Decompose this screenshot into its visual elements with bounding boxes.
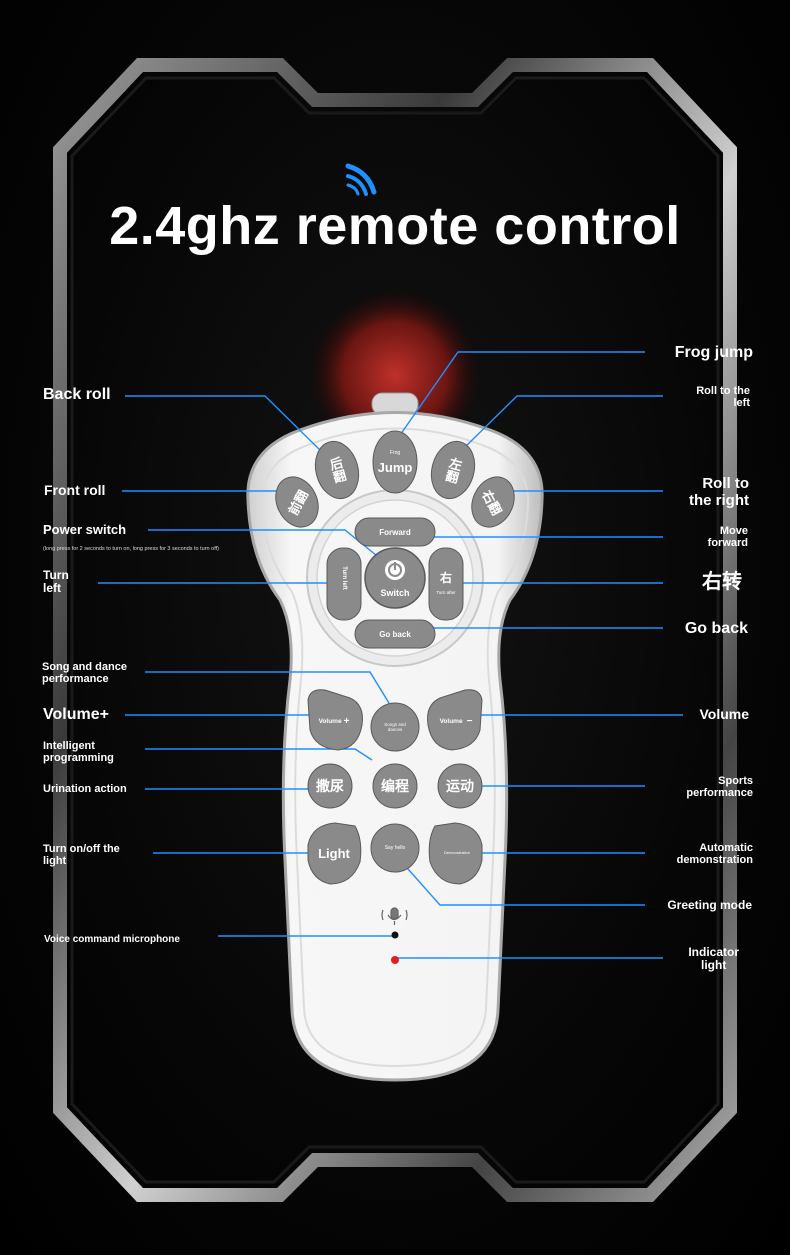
- label-microphone: Voice command microphone: [44, 934, 180, 945]
- say-hello-button[interactable]: Say hello: [384, 845, 406, 851]
- label-go-back: Go back: [684, 620, 748, 637]
- wireless-signal-icon: [345, 163, 377, 196]
- label-turn-right: 右转: [702, 571, 742, 593]
- page-title: 2.4ghz remote control: [109, 196, 681, 256]
- label-volume: Volume: [699, 706, 749, 722]
- label-frog-jump: Frog jump: [674, 344, 753, 361]
- label-back-roll: Back roll: [43, 386, 111, 403]
- forward-button[interactable]: Forward: [379, 527, 411, 537]
- label-greeting: Greeting mode: [667, 898, 752, 912]
- label-urination: Urination action: [43, 783, 127, 795]
- urination-button[interactable]: 撒尿: [316, 778, 344, 794]
- light-button[interactable]: Light: [318, 845, 350, 861]
- switch-button[interactable]: Switch: [380, 588, 410, 598]
- turn-right-button[interactable]: 右 Turn after: [436, 571, 456, 595]
- label-power-switch: Power switch: [43, 522, 127, 537]
- label-power-note: (long press for 2 seconds to turn on, lo…: [43, 546, 219, 552]
- label-volume-plus: Volume+: [43, 706, 109, 723]
- turn-left-button[interactable]: Turn left: [341, 566, 347, 590]
- mic-hole: [391, 931, 399, 939]
- volume-plus-button[interactable]: Volume+: [318, 715, 350, 727]
- demonstration-button[interactable]: Demonstration: [443, 849, 470, 855]
- label-front-roll: Front roll: [44, 482, 106, 498]
- microphone-icon: [381, 907, 408, 925]
- programming-button[interactable]: 编程: [381, 778, 409, 794]
- go-back-button[interactable]: Go back: [379, 629, 411, 639]
- songs-dances-button[interactable]: Songs and dances: [384, 721, 406, 732]
- sports-button[interactable]: 运动: [446, 778, 474, 794]
- front-roll-button-shape: [275, 476, 319, 528]
- volume-minus-button[interactable]: Volume−: [439, 715, 473, 727]
- frog-jump-button[interactable]: Frog Jump: [377, 449, 413, 475]
- indicator-led: [391, 956, 399, 964]
